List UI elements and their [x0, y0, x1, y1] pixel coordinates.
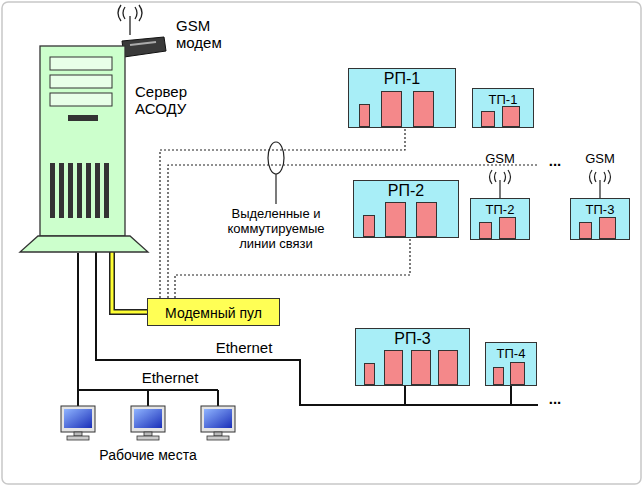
equipment-bar: [502, 106, 520, 127]
leader-line: [275, 174, 276, 204]
vent-slot: [95, 163, 100, 218]
equipment-bar: [381, 91, 402, 127]
node-label: ТП-3: [586, 203, 615, 218]
server-illustration: [18, 45, 150, 253]
node-label: РП-2: [388, 182, 424, 200]
server-tower: Сервер АСОДУ: [18, 45, 150, 253]
ethernet-line: [510, 404, 538, 406]
equipment-bar: [384, 350, 403, 385]
workstation-icon: [131, 406, 165, 440]
antenna-symbol: [590, 170, 611, 198]
distribution-point-box: РП-1: [348, 68, 456, 128]
equipment-bar: [499, 217, 516, 239]
substation-box: ТП-2: [470, 198, 530, 240]
drive-bay: [50, 93, 112, 106]
ethernet-line: [96, 252, 511, 405]
dial-line: [168, 165, 538, 298]
continuation-mark: ...: [540, 152, 570, 169]
substation-box: ТП-3: [570, 198, 630, 240]
distribution-point-box: РП-2: [353, 180, 459, 238]
callout-label: Выделенные и коммутируемые линии связи: [222, 207, 330, 252]
equipment-bar: [364, 363, 375, 385]
equipment-bar: [416, 202, 437, 237]
drive-bay: [50, 75, 112, 88]
equipment-bar: [579, 222, 592, 239]
radio-label: GSM: [582, 152, 618, 167]
drive-bay: [50, 57, 112, 70]
cable-outline: [112, 252, 147, 312]
radio-label: GSM: [482, 152, 518, 167]
node-label: Модемный пул: [165, 305, 262, 321]
radio-label: GSM: [482, 152, 518, 167]
workstation-icon: [201, 406, 235, 440]
equipment-bar: [385, 202, 406, 237]
distribution-point-box: РП-3: [355, 328, 470, 386]
substation-box: ТП-4: [485, 342, 537, 386]
workstation-icon: [61, 406, 95, 440]
drive-slot: [68, 115, 98, 121]
antenna-symbol: [118, 5, 142, 35]
cable-core: [112, 252, 147, 312]
callout-label: Выделенные и коммутируемые линии связи: [222, 207, 330, 252]
vent-slot: [104, 163, 109, 218]
equipment-bar: [359, 104, 371, 127]
equipment-bar: [413, 91, 434, 127]
connector: [112, 252, 147, 312]
equipment-bar: [493, 367, 504, 385]
node-label: Сервер АСОДУ: [135, 83, 217, 118]
node-label: РП-3: [394, 330, 430, 348]
network-label: Ethernet: [206, 339, 282, 356]
node-label: ТП-1: [489, 93, 518, 108]
modem-body: [122, 37, 166, 57]
node-label: ТП-2: [486, 203, 515, 218]
network-label: Ethernet: [206, 339, 282, 356]
equipment-bar: [510, 362, 525, 385]
modem-panel: [130, 42, 156, 45]
equipment-bar: [438, 350, 457, 385]
equipment-bar: [481, 111, 494, 127]
equipment-bar: [479, 222, 492, 239]
vent-slot: [59, 163, 64, 218]
vent-slot: [86, 163, 91, 218]
tower-base: [20, 236, 148, 252]
modem-pool-box: Модемный пул: [147, 298, 280, 326]
group-label: Рабочие места: [93, 447, 203, 463]
equipment-bar: [599, 217, 616, 239]
node-label: GSM модем: [176, 17, 232, 52]
node-label: РП-1: [384, 70, 420, 88]
network-label: Ethernet: [134, 369, 206, 386]
bundle-bracket: [268, 142, 284, 174]
tower-body: [40, 46, 125, 236]
continuation-mark: ...: [540, 152, 570, 169]
continuation-mark: ...: [540, 390, 570, 407]
continuation-mark: ...: [540, 390, 570, 407]
node-label: ТП-4: [497, 347, 526, 362]
vent-slot: [77, 163, 82, 218]
radio-label: GSM: [582, 152, 618, 167]
vent-slot: [68, 163, 73, 218]
equipment-bar: [411, 350, 430, 385]
vent-slot: [50, 163, 55, 218]
substation-box: ТП-1: [472, 88, 534, 128]
equipment-bar: [363, 215, 374, 237]
group-label: Рабочие места: [93, 447, 203, 463]
connector: [96, 252, 511, 405]
antenna-symbol: [490, 170, 511, 198]
network-label: Ethernet: [134, 369, 206, 386]
ethernet-bus: [78, 253, 218, 406]
